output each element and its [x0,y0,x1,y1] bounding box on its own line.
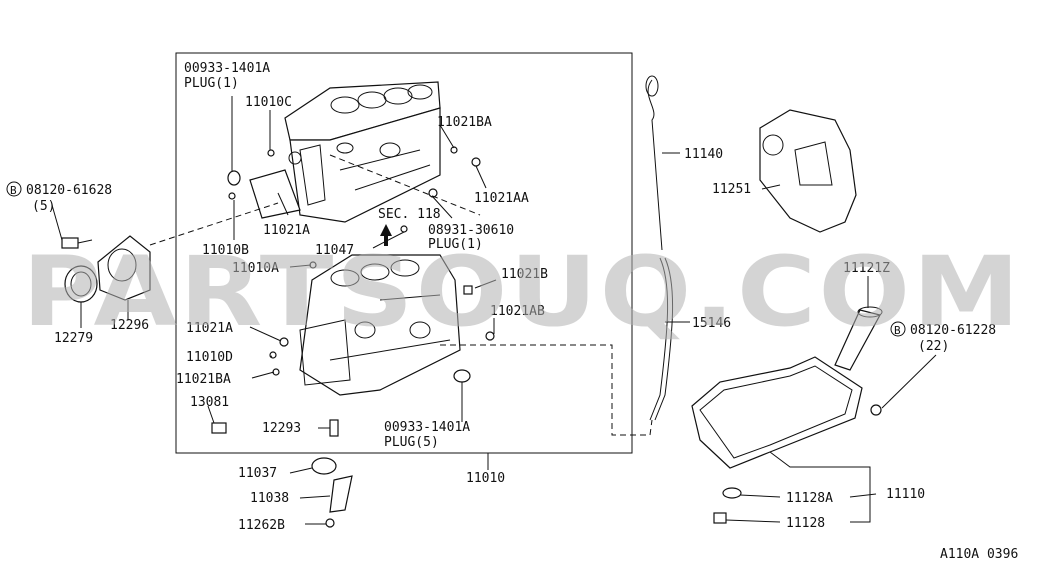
label-11251[interactable]: 11251 [712,182,751,197]
label-12279[interactable]: 12279 [54,331,93,346]
oil-strainer [834,306,883,371]
label-11021a-top[interactable]: 11021A [263,223,310,238]
dashed-guides [149,154,653,436]
label-11128[interactable]: 11128 [786,516,825,531]
label-12296[interactable]: 12296 [110,318,149,333]
label-11021ab[interactable]: 11021AB [490,304,545,319]
label-08120-61228[interactable]: 08120-61228 [910,323,996,338]
label-13081[interactable]: 13081 [190,395,229,410]
label-00933-1401a-top[interactable]: 00933-1401A [184,61,270,76]
label-11021aa[interactable]: 11021AA [474,191,529,206]
label-11262b[interactable]: 11262B [238,518,285,533]
label-11010b[interactable]: 11010B [202,243,249,258]
diagram-code: A110A 0396 [940,547,1018,562]
dipstick-tube [649,257,674,421]
engine-block-frame [175,52,633,454]
label-plug-5-bot: PLUG(5) [384,435,439,450]
label-11021ba-mid[interactable]: 11021BA [176,372,231,387]
label-plug-1-sec: PLUG(1) [428,237,483,252]
label-08931-30610[interactable]: 08931-30610 [428,223,514,238]
leader-lines [51,96,937,525]
label-11010c[interactable]: 11010C [245,95,292,110]
bolt-marker-b-right [890,321,906,337]
label-plug-1-top: PLUG(1) [184,76,239,91]
bolt-marker-b-left-text: B [10,184,17,197]
label-11021a-mid[interactable]: 11021A [186,321,233,336]
label-sec-118[interactable]: SEC. 118 [378,207,441,222]
label-15146[interactable]: 15146 [692,316,731,331]
label-11010a[interactable]: 11010A [232,261,279,276]
label-11021ba-top[interactable]: 11021BA [437,115,492,130]
watermark: PARTSOUQ.COM [22,236,1022,348]
bolt-marker-b-right-text: B [894,324,901,337]
dipstick [645,75,663,251]
label-11110[interactable]: 11110 [886,487,925,502]
bracket-parts [311,457,353,528]
label-11128a[interactable]: 11128A [786,491,833,506]
fittings [211,146,495,437]
cylinder-block-upper [249,81,441,223]
label-11021b[interactable]: 11021B [501,267,548,282]
label-08120-61628-qty: (5) [32,199,55,214]
rear-oil-seal [61,235,151,303]
bolt-marker-b-left [6,181,22,197]
label-11038[interactable]: 11038 [250,491,289,506]
label-00933-1401a-bot[interactable]: 00933-1401A [384,420,470,435]
rear-plate [759,109,857,233]
oil-pan [691,356,882,524]
label-12293[interactable]: 12293 [262,421,301,436]
label-11010[interactable]: 11010 [466,471,505,486]
label-11121z[interactable]: 11121Z [843,261,890,276]
label-08120-61228-qty: (22) [918,339,949,354]
cylinder-block-lower [299,254,471,396]
label-08120-61628[interactable]: 08120-61628 [26,183,112,198]
label-11047[interactable]: 11047 [315,243,354,258]
label-11010d[interactable]: 11010D [186,350,233,365]
label-11037[interactable]: 11037 [238,466,277,481]
label-11140[interactable]: 11140 [684,147,723,162]
